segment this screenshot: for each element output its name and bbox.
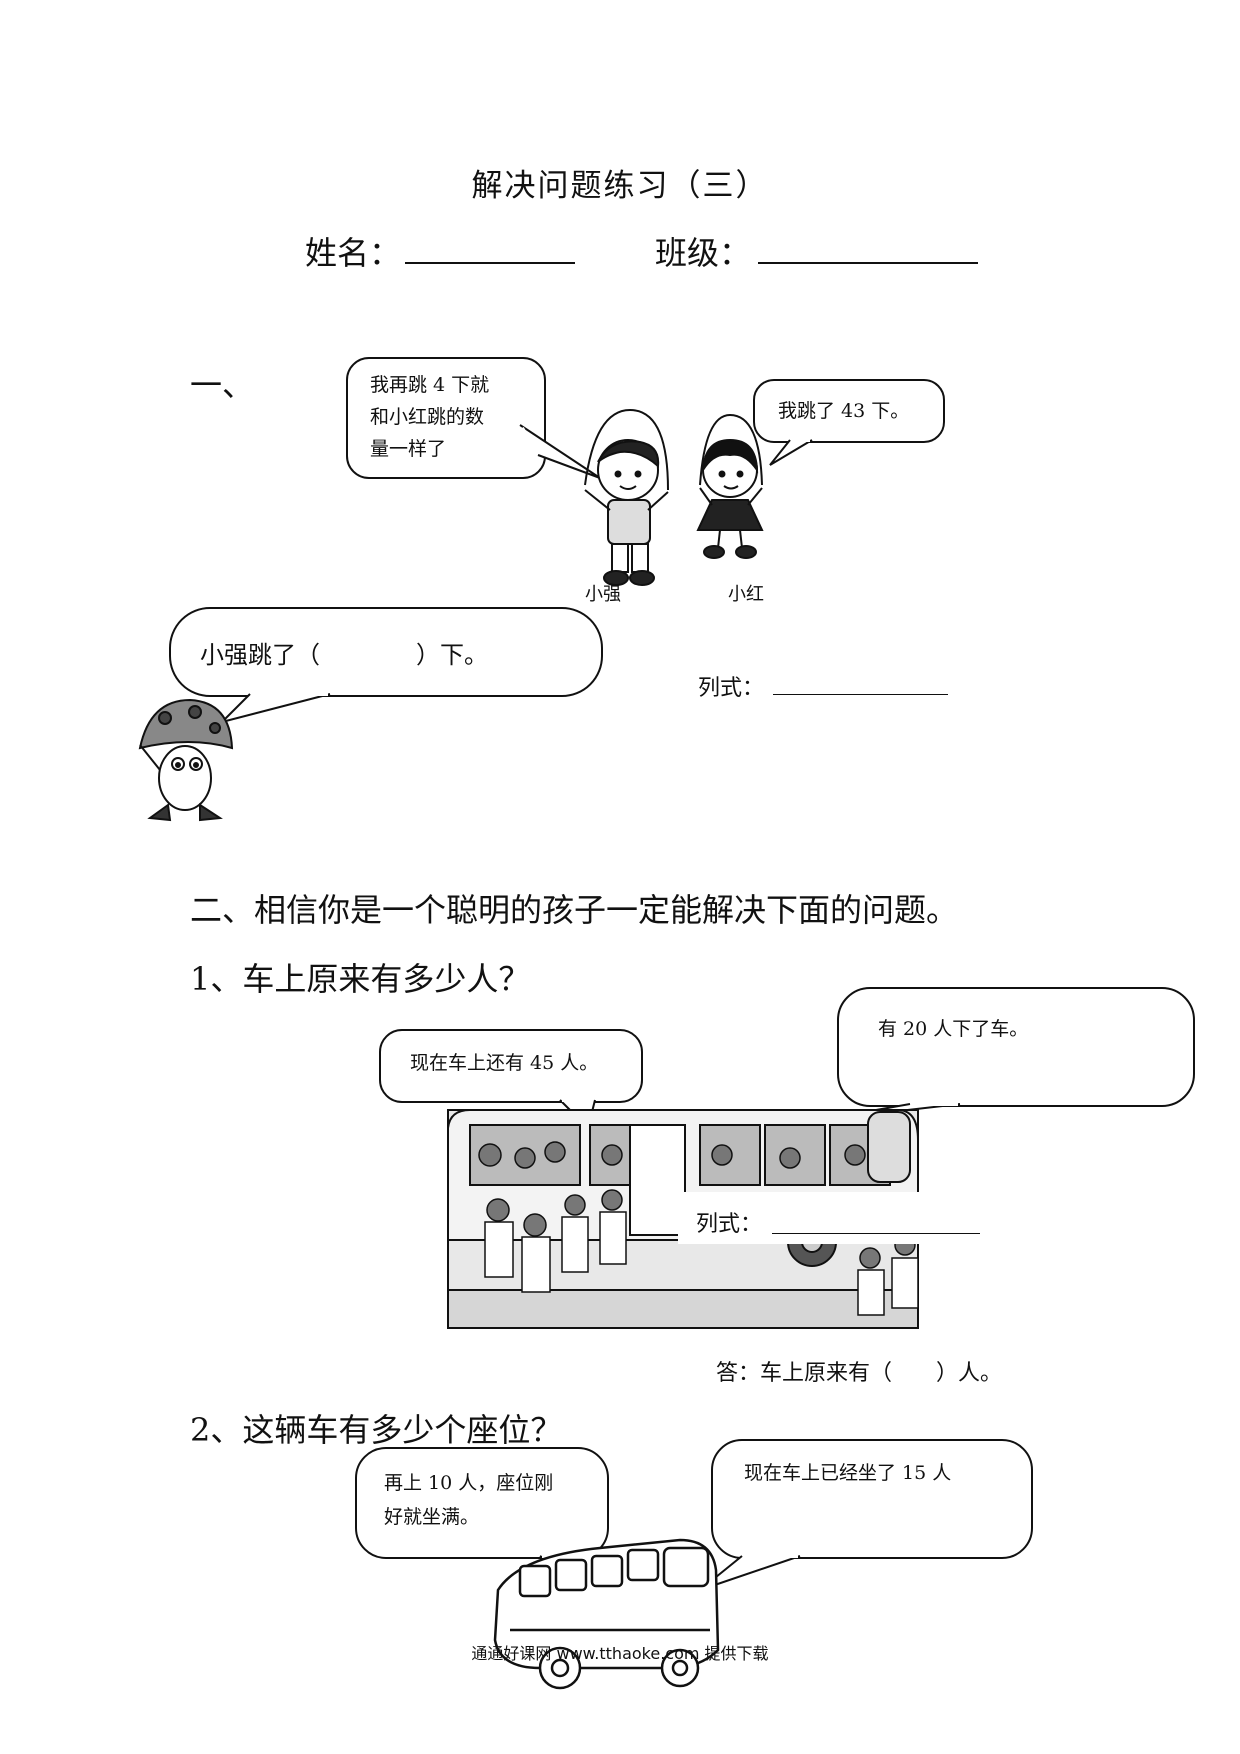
bubble-got-off <box>837 987 1195 1107</box>
bubble-remaining-text: 现在车上还有 45 人。 <box>410 1052 599 1074</box>
bubble-hong-text: 我跳了 43 下。 <box>778 400 910 422</box>
girl-jumping-rope-icon <box>696 413 764 559</box>
question-one-title: 1、车上原来有多少人？ <box>190 960 531 998</box>
bubble-qiang-line2: 和小红跳的数 <box>370 406 485 428</box>
question-bubble <box>169 607 603 697</box>
formula-line-1[interactable] <box>773 694 948 695</box>
bubble-remaining <box>379 1029 643 1103</box>
formula-label-2: 列式： <box>696 1212 763 1237</box>
speech-bubble-hong <box>753 379 945 443</box>
class-field[interactable] <box>758 262 978 264</box>
name-label: 姓名： <box>305 234 402 272</box>
question-jump-count: 小强跳了（ ）下。 <box>200 641 488 669</box>
answer-original-passengers: 答：车上原来有（ ）人。 <box>716 1361 1003 1386</box>
formula-line-2[interactable] <box>772 1233 980 1234</box>
section-two-heading: 二、相信你是一个聪明的孩子一定能解决下面的问题。 <box>190 891 959 929</box>
cartoon-bus-icon <box>493 1538 720 1690</box>
bubble-ten-more-line1: 再上 10 人，座位刚 <box>384 1472 554 1494</box>
label-xiaohong: 小红 <box>728 584 764 605</box>
section-one-number: 一、 <box>190 366 255 404</box>
formula-label-1: 列式： <box>698 676 765 701</box>
page-title: 解决问题练习（三） <box>471 168 769 204</box>
mushroom-mascot-icon <box>138 698 234 822</box>
bubble-fifteen-seated <box>711 1439 1033 1559</box>
question-two-title: 2、这辆车有多少个座位？ <box>190 1411 563 1449</box>
bubble-ten-more <box>355 1447 609 1559</box>
footer-source: 通通好课网 www.tthaoke.com 提供下载 <box>471 1644 769 1663</box>
bubble-ten-more-line2: 好就坐满。 <box>384 1506 480 1528</box>
bubble-qiang-line1: 我再跳 4 下就 <box>370 374 490 396</box>
bubble-got-off-text: 有 20 人下了车。 <box>878 1018 1029 1040</box>
class-label: 班级： <box>655 234 752 272</box>
label-xiaoqiang: 小强 <box>585 584 621 605</box>
boy-jumping-rope-icon <box>584 408 669 586</box>
bubble-fifteen-seated-text: 现在车上已经坐了 15 人 <box>744 1462 952 1484</box>
bubble-qiang-line3: 量一样了 <box>370 438 447 460</box>
name-field[interactable] <box>405 262 575 264</box>
